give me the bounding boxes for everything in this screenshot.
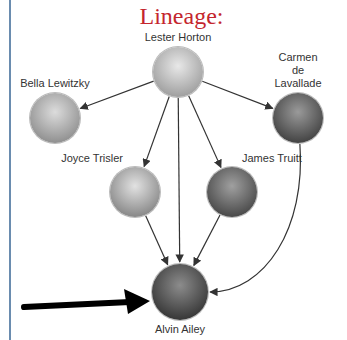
lineage-arrow: [80, 81, 153, 108]
name-label: Bella Lewitzky: [20, 77, 90, 90]
lineage-arrow: [146, 216, 168, 265]
name-label: Lester Horton: [145, 31, 212, 44]
lineage-arrow: [189, 96, 221, 168]
lineage-arrow: [178, 98, 179, 262]
lineage-arrow: [202, 81, 273, 108]
name-label: James Truitt: [242, 152, 302, 165]
name-label: Carmen de Lavallade: [273, 51, 323, 90]
pointer-arrow: [24, 289, 150, 314]
lineage-arrow: [210, 144, 300, 292]
portrait-circle: Bella Lewitzky: [30, 93, 80, 143]
diagram-title: Lineage:: [8, 2, 347, 30]
portrait-circle: Carmen de Lavallade: [273, 93, 323, 143]
portrait-circle: Lester Horton: [153, 47, 203, 97]
portrait-circle: James Truitt: [207, 167, 257, 217]
side-rule: [9, 0, 11, 340]
lineage-arrow: [144, 96, 169, 166]
name-label: Alvin Ailey: [155, 323, 205, 336]
name-label: Joyce Trisler: [61, 152, 123, 165]
lineage-arrow: [194, 215, 220, 265]
portrait-circle: Joyce Trisler: [110, 167, 160, 217]
portrait-circle: Alvin Ailey: [152, 264, 208, 320]
